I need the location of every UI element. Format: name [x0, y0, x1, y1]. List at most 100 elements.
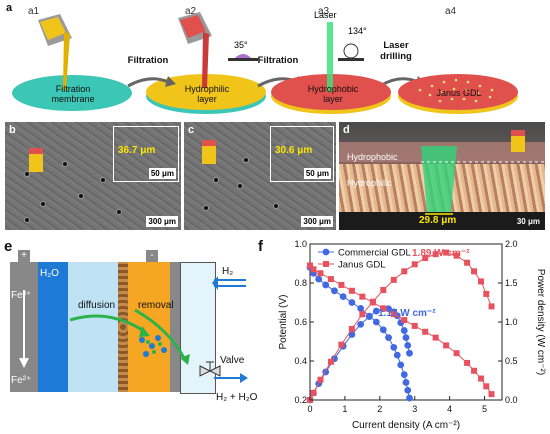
commercial-gdl-polarization-point: [331, 287, 338, 295]
label-removal: removal: [138, 300, 174, 311]
commercial-gdl-polarization-point: [385, 334, 392, 341]
label-diffusion: diffusion: [78, 300, 116, 311]
arrow-label-filtration-1: Filtration: [127, 55, 169, 66]
janus-gdl-polarization-point: [327, 276, 334, 283]
hydrophilic-disc: [146, 74, 266, 110]
janus-gdl-polarization-point: [432, 334, 439, 341]
cathode-chamber: [180, 262, 216, 394]
janus-gdl-polarization-point: [359, 293, 366, 300]
process-schematic: [12, 12, 518, 114]
janus-gdl-power-point: [338, 341, 345, 348]
water-droplets-icon: [139, 335, 167, 357]
y-left-tick-label: 0.8: [294, 278, 307, 288]
commercial-gdl-polarization-point: [404, 386, 412, 394]
x-axis-label: Current density (A cm⁻²): [352, 420, 460, 431]
label-hydrophobic: Hydrophobic: [347, 152, 398, 162]
minus-terminal: -: [146, 250, 158, 262]
commercial-gdl-polarization-point: [390, 343, 398, 351]
y-left-tick-label: 0.6: [294, 317, 307, 327]
commercial-gdl-power-point: [404, 342, 412, 349]
disc-label-a3: Hydrophobic layer: [307, 84, 359, 104]
panel-label-b: b: [9, 124, 16, 136]
commercial-gdl-polarization-point: [397, 361, 405, 369]
commercial-gdl-polarization-point: [315, 275, 323, 283]
commercial-gdl-polarization-point: [372, 318, 380, 326]
janus-gdl-polarization-point: [478, 375, 485, 382]
janus-gdl-power-point: [359, 311, 366, 318]
step-a4: a4: [445, 6, 457, 17]
annotation-commercial-peak: 1.17 W cm⁻²: [378, 308, 436, 319]
janus-gdl-polarization-point: [483, 383, 490, 390]
commercial-gdl-polarization-point: [406, 394, 413, 402]
janus-gdl-polarization-point: [307, 262, 313, 269]
panel-label-d: d: [343, 124, 350, 136]
arrow-label-laser-drilling: Laser drilling: [380, 40, 412, 62]
janus-gdl-power-point: [317, 376, 324, 383]
x-tick-label: 0: [307, 404, 312, 414]
commercial-gdl-power-point: [357, 320, 365, 328]
panel-label-a: a: [6, 2, 13, 14]
janus-gdl-power-point: [464, 259, 471, 266]
panel-c-inset: 30.6 μm 50 μm: [270, 126, 334, 182]
laser-beam-icon: [327, 22, 333, 92]
janus-gdl-polarization-point: [380, 305, 387, 312]
plus-terminal: +: [18, 250, 30, 262]
janus-gdl-power-point: [422, 255, 429, 262]
janus-gdl-power-point: [411, 261, 418, 268]
commercial-gdl-power-point: [365, 313, 373, 320]
janus-gdl-power-point: [432, 251, 439, 258]
commercial-gdl-polarization-point: [357, 304, 365, 312]
y-axis-right-label: Power density (W cm⁻²): [535, 269, 546, 375]
x-tick-label: 2: [377, 404, 382, 414]
panel-label-c: c: [188, 124, 195, 136]
janus-gdl-power-point: [443, 249, 450, 256]
janus-gdl-polarization-point: [310, 266, 317, 273]
commercial-gdl-polarization-point: [400, 371, 408, 379]
y-left-tick-label: 1.0: [294, 239, 307, 249]
janus-gdl-power-point: [401, 268, 408, 275]
x-tick-label: 5: [482, 404, 487, 414]
janus-gdl-polarization-point: [317, 270, 324, 277]
janus-gdl-polarization-point: [443, 342, 450, 349]
pore-size-b: 36.7 μm: [118, 145, 156, 156]
scale-bar-d: 30 μm: [516, 217, 540, 226]
legend-marker-commercial-gdl: [322, 248, 330, 256]
panel-label-e: e: [4, 238, 13, 255]
beaker-a2-icon: [178, 12, 212, 88]
legend-marker-janus-gdl: [323, 261, 329, 267]
janus-gdl-power-point: [369, 298, 376, 305]
commercial-gdl-polarization-point: [348, 299, 356, 306]
panel-b-inset: 36.7 μm 50 μm: [113, 126, 179, 182]
janus-gdl-polarization-point: [422, 328, 429, 335]
contact-angle-hydrophobic: 134°: [348, 26, 367, 36]
inset-scale-c: 50 μm: [303, 168, 331, 179]
janus-gdl-polarization-point: [471, 367, 478, 374]
janus-gdl-polarization-point: [488, 391, 495, 398]
label-hydrophilic: Hydrophilic: [347, 178, 392, 188]
anolyte-channel: [38, 262, 68, 392]
filtration-membrane-disc: [12, 75, 132, 111]
laser-holes: [418, 78, 494, 103]
legend-label-janus-gdl: Janus GDL: [338, 260, 386, 271]
commercial-gdl-polarization-point: [379, 326, 387, 334]
layer-icon-c: [202, 140, 216, 164]
janus-gdl-power-point: [390, 276, 397, 283]
panel-label-f: f: [258, 238, 263, 255]
beaker-a1-icon: [38, 14, 72, 90]
commercial-gdl-power-point: [402, 334, 410, 341]
janus-gdl-power-point: [327, 358, 334, 365]
panel-c-sem-image: c 30.6 μm 50 μm 300 μm: [184, 122, 336, 230]
y-left-tick-label: 0.2: [294, 395, 307, 405]
y-right-tick-label: 2.0: [505, 239, 518, 249]
pore-size-c: 30.6 μm: [275, 145, 313, 156]
janus-gdl-polarization-point: [453, 350, 460, 357]
y-right-tick-label: 1.0: [505, 317, 518, 327]
inset-scale-b: 50 μm: [148, 168, 176, 179]
label-valve: Valve: [220, 355, 245, 366]
step-a2: a2: [185, 6, 197, 17]
scale-bar-b: 300 μm: [146, 216, 178, 227]
panel-d-cross-section: d Hydrophobic Hydrophilic 29.8 μm 30 μm: [339, 122, 545, 230]
janus-gdl-polarization-point: [401, 317, 408, 324]
